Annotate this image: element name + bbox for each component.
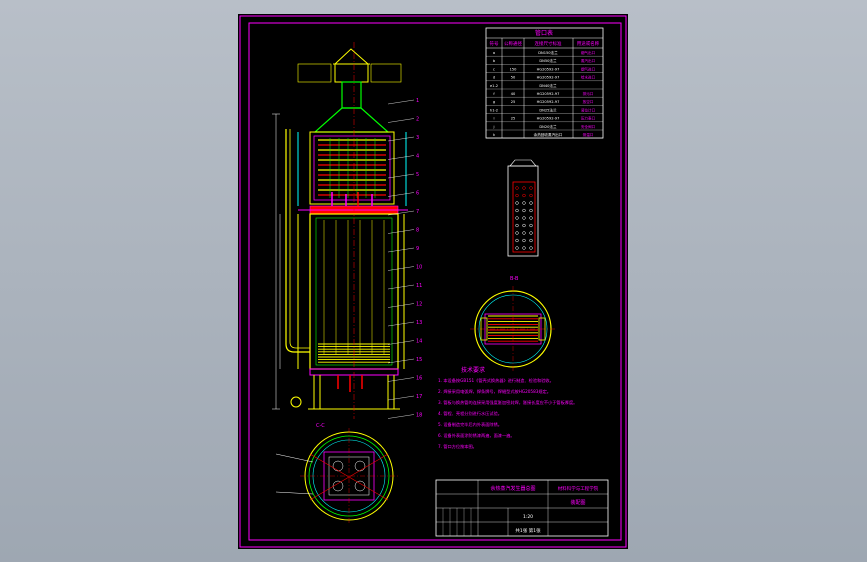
leader-number: 6 <box>416 191 419 197</box>
nozzle-table-cell: DN25法兰 <box>539 107 557 112</box>
tech-requirement-item: 5. 设备制造完毕后内外表面除锈。 <box>438 421 502 428</box>
detail-tube-holes <box>515 186 533 250</box>
nozzle-table-cell: c <box>493 67 495 71</box>
detail-view <box>507 159 539 257</box>
scale-value: 1:20 <box>523 514 533 520</box>
nozzle-table-cell: HG20592-97 <box>537 100 560 104</box>
nozzle-table-cell: 蒸汽出口 <box>581 58 596 63</box>
nozzle-table-cell: j <box>493 125 495 129</box>
nozzle-table-cell: f <box>493 92 495 96</box>
leader-number: 4 <box>416 154 419 160</box>
nozzle-table-cell: DN40法兰 <box>539 83 557 88</box>
school-name: 材料科学与工程学院 <box>558 485 599 492</box>
nozzle-table-cell: k <box>493 133 496 137</box>
nozzle-table-cell: 50 <box>511 76 516 80</box>
nozzle-header-purpose: 用途或名称 <box>577 40 600 47</box>
leader-number: 10 <box>416 265 422 271</box>
leader-number: 17 <box>416 394 422 400</box>
nozzle-header-standard: 连接尺寸标准 <box>535 40 562 47</box>
side-section-label: B-B <box>510 276 519 282</box>
nozzle-table-cell: i <box>494 117 495 121</box>
nozzle-table-cell: 烟气出口 <box>581 50 596 55</box>
sheet-info: 共1张 第1张 <box>515 527 541 534</box>
leader-number: 5 <box>416 172 419 178</box>
leader-number: 12 <box>416 302 422 308</box>
leader-number: 11 <box>416 283 422 289</box>
nozzle-table-cell: 烟气进口 <box>581 66 596 71</box>
nozzle-table-cell: 25 <box>511 117 516 121</box>
tech-requirement-item: 6. 设备外表面涂防锈漆两遍，面漆一遍。 <box>438 432 515 439</box>
nozzle-header-dn: 公称通径 <box>504 40 522 47</box>
nozzle-table-cell: HG20592-97 <box>537 76 560 80</box>
nozzle-table-cell: 安全阀口 <box>581 124 596 129</box>
plan-section: C-C <box>275 423 398 524</box>
tube-bundle <box>323 220 385 354</box>
nozzle-table-cell: HG20592-97 <box>537 67 560 71</box>
nozzle-table-cell: 余热回收蒸汽出口 <box>534 132 563 137</box>
title-block: 余热蒸汽发生器总图 材料科学与工程学院 装配图 1:20 共1张 第1张 <box>435 479 609 537</box>
leader-number: 9 <box>416 246 419 252</box>
nozzle-table-cell: 压力表口 <box>581 116 596 121</box>
tech-requirement-item: 3. 管板与换热管的连接采用强度胀加密封焊，胀接长度应不小于管板厚度。 <box>438 399 577 406</box>
leader-number: 13 <box>416 320 422 326</box>
nozzle-table-cell: 150 <box>510 67 518 71</box>
title-block-cells <box>442 508 472 536</box>
nozzle-table-cell: a <box>493 51 495 55</box>
side-section: B-B <box>470 276 556 372</box>
nozzle-table-cell: 放空口 <box>583 99 594 104</box>
leader-number: 8 <box>416 228 419 234</box>
nozzle-table-cell: DN150法兰 <box>538 50 558 55</box>
sheet-name: 装配图 <box>570 499 585 506</box>
nozzle-table-cell: 40 <box>511 92 516 96</box>
nozzle-table-title: 管口表 <box>535 29 553 37</box>
plan-section-label: C-C <box>316 423 325 429</box>
nozzle-table-cell: HG20592-97 <box>537 92 560 96</box>
leader-number: 16 <box>416 376 422 382</box>
leader-number: 15 <box>416 357 422 363</box>
leader-number: 2 <box>416 117 419 123</box>
nozzle-table-cell: g <box>493 100 495 104</box>
outer-border <box>239 15 627 548</box>
tech-requirements-title: 技术要求 <box>461 366 485 374</box>
leader-number: 7 <box>416 209 419 215</box>
nozzle-table-cell: HG20592-97 <box>537 117 560 121</box>
nozzle-header-symbol: 符号 <box>490 40 499 47</box>
nozzle-table-cell: 排污口 <box>583 91 594 96</box>
tech-requirements: 技术要求 1. 本设备按GB151《管壳式换热器》进行制造、检验和验收。 2. 焊… <box>438 366 577 450</box>
nozzle-table-cell: 25 <box>511 100 516 104</box>
leader-number: 14 <box>416 339 422 345</box>
tech-requirement-item: 7. 管口方位按本图。 <box>438 443 477 450</box>
nozzle-table-cell: e1-2 <box>490 84 498 88</box>
tech-requirement-item: 4. 管程、壳程分别进行水压试验。 <box>438 410 502 417</box>
tech-requirement-item: 2. 焊接采用电弧焊，焊条牌号，焊缝型式按HG20583规定。 <box>438 388 551 395</box>
nozzle-table-cell: b <box>493 59 496 63</box>
inner-border <box>248 22 622 541</box>
nozzle-table-cell: 液位计口 <box>581 107 596 112</box>
leader-number: 1 <box>416 98 419 104</box>
nozzle-table-cell: 测温口 <box>583 132 594 137</box>
nozzle-table-cell: DN20法兰 <box>539 124 557 129</box>
tech-requirement-items: 1. 本设备按GB151《管壳式换热器》进行制造、检验和验收。 2. 焊接采用电弧… <box>438 377 577 450</box>
nozzle-table-cell: d <box>493 76 495 80</box>
leader-number: 18 <box>416 413 422 419</box>
drawing-name: 余热蒸汽发生器总图 <box>490 485 535 492</box>
nozzle-table-cell: h1-2 <box>490 108 498 112</box>
leader-number: 3 <box>416 135 419 141</box>
upper-coil-bank <box>318 138 386 198</box>
nozzle-table-cell: DN50法兰 <box>539 58 557 63</box>
tech-requirement-item: 1. 本设备按GB151《管壳式换热器》进行制造、检验和验收。 <box>438 377 554 384</box>
nozzle-table-cell: 给水进口 <box>581 75 596 80</box>
